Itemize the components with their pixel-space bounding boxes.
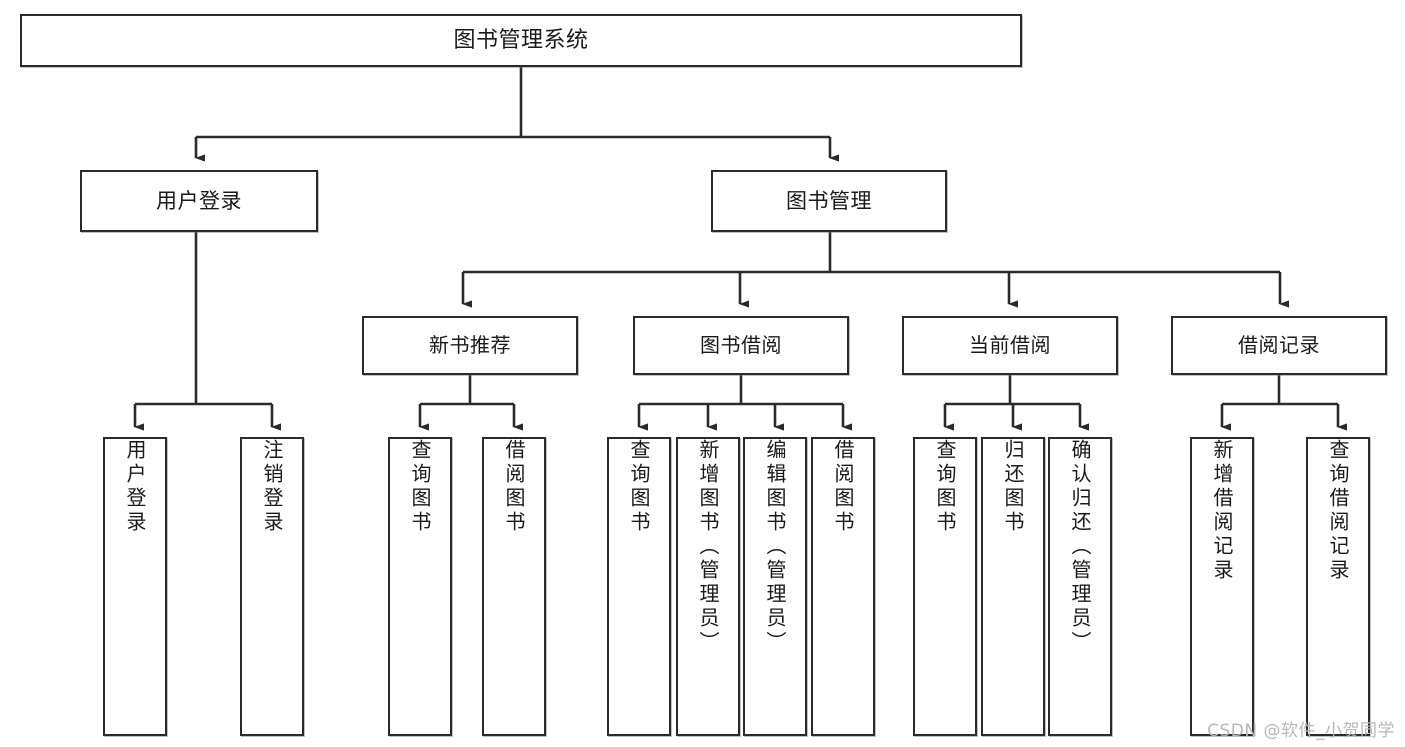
- node-user-login[interactable]: 用户登录: [80, 170, 318, 232]
- node-leaf-borrow-book-new[interactable]: 借阅图书: [482, 437, 546, 736]
- node-root[interactable]: 图书管理系统: [20, 14, 1022, 67]
- node-leaf-borrow-book-new-label: 借阅图书: [502, 439, 526, 535]
- node-leaf-query-borrow-record[interactable]: 查询借阅记录: [1306, 437, 1370, 736]
- node-root-label: 图书管理系统: [453, 27, 589, 53]
- node-leaf-borrow-book-label: 借阅图书: [831, 439, 855, 535]
- node-leaf-borrow-book[interactable]: 借阅图书: [811, 437, 875, 736]
- node-leaf-add-book-admin-label: 新增图书（管理员）: [696, 439, 720, 655]
- node-leaf-user-login-label: 用户登录: [123, 439, 147, 535]
- node-leaf-add-book-admin[interactable]: 新增图书（管理员）: [676, 437, 740, 736]
- connectors: [133, 67, 1347, 431]
- node-leaf-add-borrow-record[interactable]: 新增借阅记录: [1190, 437, 1254, 736]
- node-user-login-label: 用户登录: [156, 188, 242, 213]
- node-new-book-recommend-label: 新书推荐: [429, 332, 511, 357]
- node-borrow-record-label: 借阅记录: [1238, 332, 1320, 357]
- node-leaf-user-login[interactable]: 用户登录: [103, 437, 167, 736]
- node-borrow-record[interactable]: 借阅记录: [1171, 316, 1387, 375]
- node-new-book-recommend[interactable]: 新书推荐: [362, 316, 578, 375]
- node-book-borrow-label: 图书借阅: [700, 332, 782, 357]
- node-leaf-query-book-new[interactable]: 查询图书: [388, 437, 452, 736]
- node-leaf-edit-book-admin[interactable]: 编辑图书（管理员）: [743, 437, 807, 736]
- node-leaf-query-book-current-label: 查询图书: [933, 439, 957, 535]
- node-current-borrow-label: 当前借阅: [969, 332, 1051, 357]
- node-leaf-confirm-return-admin-label: 确认归还（管理员）: [1068, 439, 1092, 655]
- node-leaf-query-book-borrow[interactable]: 查询图书: [607, 437, 671, 736]
- node-leaf-logout[interactable]: 注销登录: [240, 437, 304, 736]
- node-book-management[interactable]: 图书管理: [711, 170, 947, 232]
- csdn-watermark: CSDN @软件_小贺同学: [1207, 721, 1395, 741]
- node-leaf-return-book-label: 归还图书: [1001, 439, 1025, 535]
- node-book-borrow[interactable]: 图书借阅: [633, 316, 849, 375]
- node-leaf-return-book[interactable]: 归还图书: [981, 437, 1045, 736]
- node-leaf-query-book-current[interactable]: 查询图书: [913, 437, 977, 736]
- node-book-management-label: 图书管理: [786, 188, 872, 213]
- node-leaf-query-book-borrow-label: 查询图书: [627, 439, 651, 535]
- node-leaf-confirm-return-admin[interactable]: 确认归还（管理员）: [1048, 437, 1112, 736]
- node-leaf-logout-label: 注销登录: [260, 439, 284, 535]
- node-current-borrow[interactable]: 当前借阅: [902, 316, 1118, 375]
- node-leaf-add-borrow-record-label: 新增借阅记录: [1210, 439, 1234, 583]
- node-leaf-query-borrow-record-label: 查询借阅记录: [1326, 439, 1350, 583]
- node-leaf-edit-book-admin-label: 编辑图书（管理员）: [763, 439, 787, 655]
- node-leaf-query-book-new-label: 查询图书: [408, 439, 432, 535]
